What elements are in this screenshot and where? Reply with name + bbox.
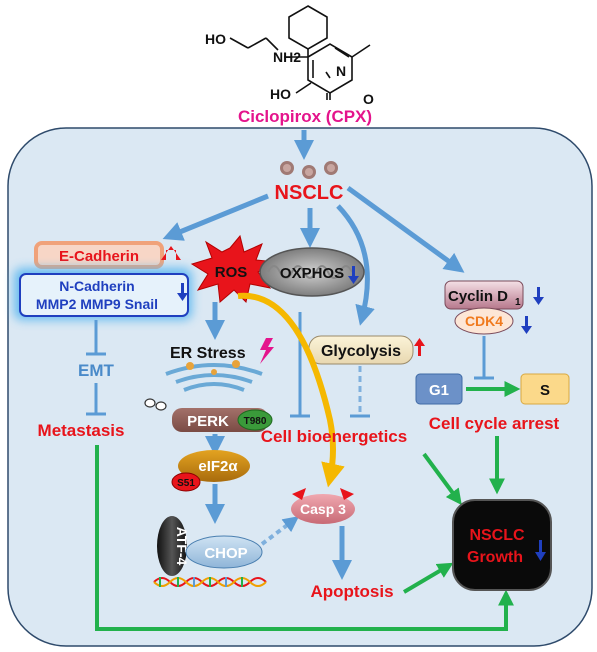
t980-label: T980 bbox=[244, 416, 267, 427]
ecadherin-box bbox=[34, 241, 164, 269]
mol-nh2: NH2 bbox=[273, 49, 301, 65]
dna-helix-icon bbox=[153, 577, 267, 587]
mol-ho-bottom: HO bbox=[270, 86, 291, 102]
cpx-title: Ciclopirox (CPX) bbox=[238, 107, 372, 126]
eif2a-box bbox=[178, 450, 250, 482]
cyclin-down-arrow-icon bbox=[533, 287, 544, 305]
nsclc-label: NSCLC bbox=[275, 182, 344, 204]
s51-label: S51 bbox=[177, 478, 195, 489]
nsclc-growth-box bbox=[452, 499, 552, 591]
s-box bbox=[520, 373, 570, 405]
pyridinone-ring bbox=[307, 43, 353, 94]
mitochondrion-icon bbox=[259, 247, 365, 297]
cdk4-box bbox=[454, 307, 514, 335]
ncadherin-line1: N-Cadherin bbox=[59, 278, 134, 294]
cell-bioenergetics-label: Cell bioenergetics bbox=[261, 427, 407, 446]
growth-down-arrow-icon bbox=[535, 540, 546, 561]
casp3-label: Casp 3 bbox=[300, 501, 346, 517]
apoptosis-label: Apoptosis bbox=[310, 582, 393, 601]
s51-badge bbox=[171, 472, 201, 492]
lightning-icon bbox=[260, 338, 274, 364]
mol-n: N bbox=[336, 63, 346, 79]
er-stress-label: ER Stress bbox=[170, 345, 246, 362]
g1-label: G1 bbox=[429, 382, 449, 399]
growth-line1: NSCLC bbox=[469, 527, 525, 544]
emt-label: EMT bbox=[78, 361, 115, 380]
cpx-molecule bbox=[229, 5, 371, 100]
g1-box bbox=[415, 373, 463, 405]
chop-box bbox=[185, 535, 263, 569]
arrow-ros-casp3 bbox=[237, 292, 345, 488]
cell-cycle-arrest-label: Cell cycle arrest bbox=[429, 414, 560, 433]
atf4-label: ATF-4 bbox=[174, 527, 190, 566]
ecadherin-label: E-Cadherin bbox=[59, 248, 139, 265]
eif2a-label: eIF2α bbox=[198, 458, 238, 475]
nsclc-branches bbox=[162, 185, 465, 326]
ros-label: ROS bbox=[215, 264, 248, 281]
ncadherin-box bbox=[19, 273, 189, 317]
cyclin-d1-label: Cyclin D bbox=[448, 288, 508, 305]
oxphos-down-arrow-icon bbox=[348, 266, 359, 284]
cyclohexane-ring bbox=[288, 5, 328, 50]
er-membrane-icon bbox=[165, 360, 263, 392]
ncadherin-down-arrow-icon bbox=[177, 283, 188, 301]
oxphos-label: OXPHOS bbox=[280, 265, 344, 282]
cdk4-down-arrow-icon bbox=[521, 316, 532, 334]
growth-arrows bbox=[95, 436, 514, 631]
casp3-cleave-right-icon bbox=[340, 488, 354, 500]
nsclc-cells-icon bbox=[280, 161, 338, 179]
glycolysis-up-arrow-icon bbox=[414, 338, 425, 356]
casp3-cleave-left-icon bbox=[292, 488, 306, 500]
cyclin-d1-subscript: 1 bbox=[515, 297, 521, 308]
glycolysis-label: Glycolysis bbox=[321, 343, 401, 360]
growth-line2: Growth bbox=[467, 549, 523, 566]
s-label: S bbox=[540, 382, 550, 399]
ncadherin-line2: MMP2 MMP9 Snail bbox=[36, 296, 158, 312]
casp3-box bbox=[291, 494, 355, 524]
perk-label: PERK bbox=[187, 413, 229, 430]
mol-o: O bbox=[363, 91, 374, 107]
vesicle-icons bbox=[144, 398, 167, 411]
chop-label: CHOP bbox=[204, 545, 247, 562]
t980-badge bbox=[237, 409, 273, 431]
cdk4-label: CDK4 bbox=[465, 313, 503, 329]
ecadherin-up-arrow-icon bbox=[161, 246, 181, 260]
metastasis-label: Metastasis bbox=[38, 421, 125, 440]
arrow-chop-casp3 bbox=[260, 516, 300, 546]
atf4-box bbox=[157, 516, 187, 576]
mol-ho-top: HO bbox=[205, 31, 226, 47]
